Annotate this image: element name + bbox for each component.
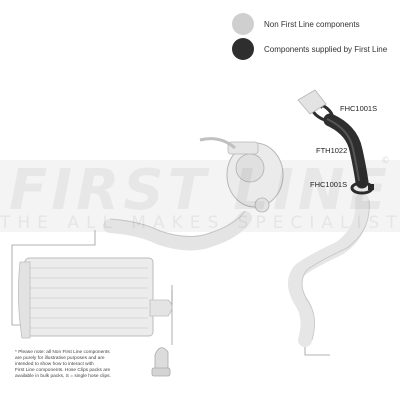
watermark-brand: FIRST LINE (9, 158, 391, 223)
legend-item-first-line: Components supplied by First Line (232, 38, 387, 60)
watermark-tagline: THE ALL MAKES SPECIALIST (0, 213, 400, 233)
part-label-hose: FTH1022 (316, 146, 348, 155)
watermark-copyright: © (381, 156, 390, 166)
part-label-clip-top: FHC1001S (340, 104, 378, 113)
turbocharger (199, 137, 284, 213)
legend-label: Non First Line components (264, 19, 360, 29)
grey-connector-top (297, 89, 327, 115)
footnote-line: First Line components. Hose Clips packs … (15, 368, 111, 373)
grey-hose-upper (103, 211, 252, 251)
clip-bottom (350, 181, 374, 195)
footnote-line: available in bulk packs, S = single hose… (15, 374, 111, 379)
intercooler (18, 257, 173, 339)
sensor-plug (151, 347, 171, 377)
footnote-line: intended to show how to interact with (15, 362, 94, 367)
grey-circle-icon (232, 13, 254, 35)
dark-circle-icon (232, 38, 254, 60)
hose-FTH1022 (323, 113, 369, 189)
footnote-line: are purely for illustrative purposes and… (15, 356, 105, 361)
legend-item-non-first-line: Non First Line components (232, 13, 360, 35)
legend-label: Components supplied by First Line (264, 44, 388, 54)
footnote: * Please note: all Non First Line compon… (15, 350, 147, 380)
part-label-clip-bottom: FHC1001S (310, 180, 348, 189)
watermark-band (0, 160, 400, 232)
footnote-line: * Please note: all Non First Line compon… (15, 350, 110, 355)
grey-pipe-right (288, 193, 370, 347)
